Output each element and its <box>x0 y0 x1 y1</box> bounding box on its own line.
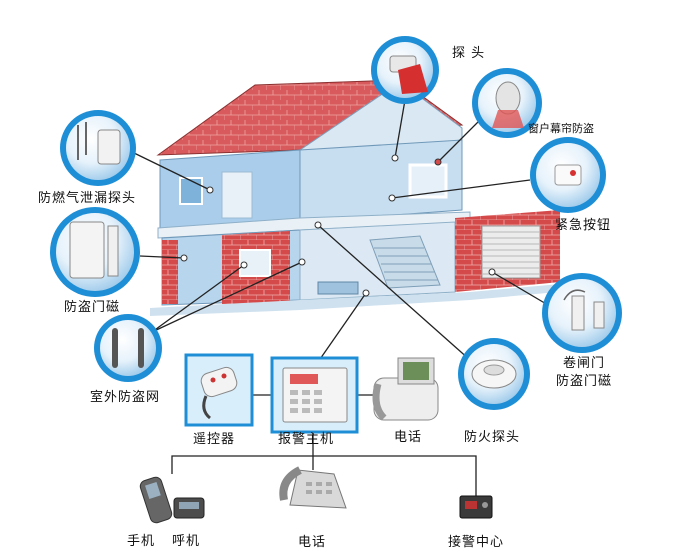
curtain-device <box>472 68 542 138</box>
label-fire: 防火探头 <box>464 430 521 445</box>
label-mobile: 手机 <box>127 534 156 549</box>
emergency-device <box>530 137 606 213</box>
lower-brick-left <box>162 240 178 304</box>
line-host <box>317 292 367 363</box>
phone2-device <box>279 466 347 509</box>
hotspot-host <box>362 289 370 297</box>
host-device <box>270 356 359 434</box>
label-outdoor-net: 室外防盗网 <box>90 390 161 405</box>
line-door-magnet <box>139 255 185 259</box>
hotspot-door <box>180 254 188 262</box>
ground <box>150 284 580 316</box>
line-probe <box>394 99 406 159</box>
line-bus <box>171 455 477 496</box>
line-emergency <box>391 179 531 199</box>
label-rolling-door-2: 防盗门磁 <box>555 374 612 389</box>
fire-device <box>458 338 530 410</box>
house <box>150 79 580 316</box>
lower-window <box>239 249 271 277</box>
hotspot-curtain <box>434 158 442 166</box>
line-fire <box>317 224 471 361</box>
hotspot-interior <box>314 221 322 229</box>
label-remote: 遥控器 <box>193 432 236 447</box>
label-probe: 探 头 <box>452 46 486 61</box>
hotspot-emergency <box>388 194 396 202</box>
hotspot-probe <box>391 154 399 162</box>
phone-device <box>372 357 439 421</box>
hotspot-net-a <box>240 261 248 269</box>
remote-device <box>184 353 254 427</box>
connector-lines <box>131 99 549 496</box>
stairs <box>369 235 441 289</box>
label-emergency: 紧急按钮 <box>555 218 612 233</box>
mobile-device <box>139 476 173 524</box>
rolling-door-device <box>542 273 622 353</box>
label-pager: 呼机 <box>172 534 201 549</box>
hotspot-net-b <box>298 258 306 266</box>
gas-device <box>60 110 136 186</box>
label-curtain: 窗户幕帘防盗 <box>528 122 594 135</box>
label-gas: 防燃气泄漏探头 <box>38 191 137 206</box>
hotspots <box>180 154 496 297</box>
line-rolling <box>491 271 549 306</box>
label-door-magnet: 防盗门磁 <box>64 300 121 315</box>
upper-window-left <box>179 177 203 205</box>
pager-device <box>173 497 205 519</box>
label-phone: 电话 <box>394 430 423 445</box>
label-center: 接警中心 <box>448 535 505 550</box>
center-device <box>459 495 493 519</box>
hotspot-gas <box>206 186 214 194</box>
sofa <box>317 281 359 295</box>
outdoor-net-device <box>94 314 162 382</box>
door-magnet-device <box>50 207 140 297</box>
upper-right-wall <box>299 139 463 223</box>
probe-device <box>371 36 439 104</box>
line-curtain <box>437 117 483 163</box>
line-gas <box>131 151 211 191</box>
upper-window-door <box>221 171 253 219</box>
line-net-a <box>151 264 245 333</box>
hotspot-rolling <box>488 268 496 276</box>
label-rolling-door-1: 卷闸门 <box>562 356 605 371</box>
label-host: 报警主机 <box>278 432 335 447</box>
line-net-b <box>151 261 303 333</box>
garage-door-slats <box>482 231 540 275</box>
label-phone2: 电话 <box>298 535 327 550</box>
